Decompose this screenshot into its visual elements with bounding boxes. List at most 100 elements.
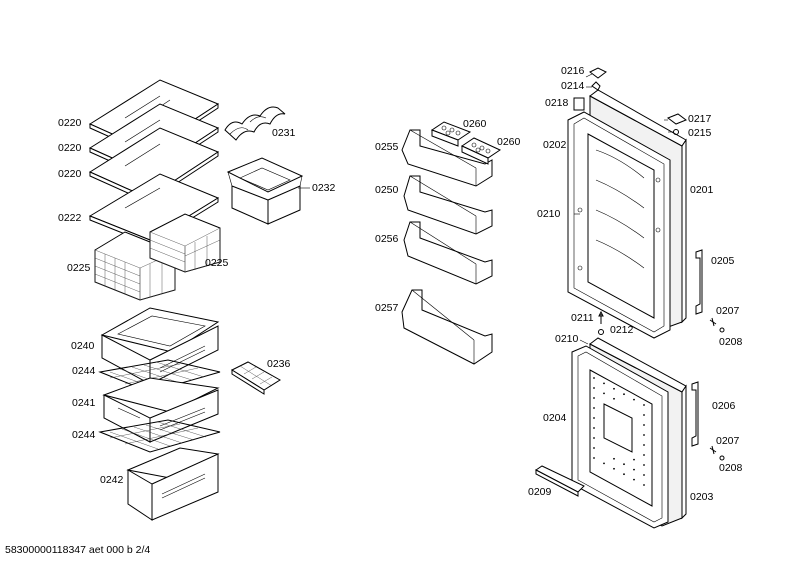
door-dot <box>593 397 595 399</box>
door-dot <box>613 457 615 460</box>
door-gasket-0210-lower <box>571 345 669 529</box>
label-0216: 0216 <box>561 65 585 77</box>
label-0220-b: 0220 <box>58 142 82 154</box>
door-dot <box>643 444 645 446</box>
egg-tray-0260-b <box>460 137 502 165</box>
label-0205: 0205 <box>711 255 735 267</box>
label-0241: 0241 <box>72 397 96 409</box>
label-0244-a: 0244 <box>72 365 96 377</box>
label-0211: 0211 <box>571 312 594 324</box>
door-dots-pattern <box>593 377 645 486</box>
door-dot <box>643 454 645 456</box>
label-0212: 0212 <box>610 324 634 336</box>
screw-0207-upper <box>709 317 717 327</box>
label-0240: 0240 <box>71 340 95 352</box>
label-0220-a: 0220 <box>58 117 82 129</box>
label-0225-b: 0225 <box>205 257 229 269</box>
wire-grid-0244-lower <box>98 419 221 453</box>
label-0260-a: 0260 <box>463 118 487 130</box>
handle-0206 <box>691 381 699 447</box>
label-0242: 0242 <box>100 474 124 486</box>
door-dot <box>643 464 645 466</box>
washer-0208-lower <box>719 455 725 461</box>
cover-0218 <box>573 97 585 111</box>
crisper-drawer-0225-right <box>149 213 221 273</box>
label-0215: 0215 <box>688 127 712 139</box>
door-dot <box>593 457 595 459</box>
door-dot <box>633 468 635 471</box>
door-dot <box>593 377 595 379</box>
door-dot <box>643 474 645 476</box>
label-0210-b: 0210 <box>555 333 579 345</box>
label-0204: 0204 <box>543 412 567 424</box>
screw-0207-lower <box>709 445 717 455</box>
document-number: 58300000118347 aet 000 b 2/4 <box>5 544 151 556</box>
door-dot <box>623 463 625 466</box>
label-0231: 0231 <box>272 127 296 139</box>
door-cap-0216 <box>589 67 607 79</box>
label-0232: 0232 <box>312 182 336 194</box>
cap-0217 <box>666 113 688 125</box>
door-dot <box>643 424 645 426</box>
egg-tray-0260-a <box>430 121 472 147</box>
hinge-0214 <box>591 81 601 91</box>
door-dot <box>593 427 595 429</box>
door-dot <box>643 434 645 436</box>
door-dot <box>603 382 605 385</box>
door-dot <box>613 387 615 390</box>
door-dot <box>643 484 645 486</box>
door-dot <box>593 447 595 449</box>
door-dot <box>593 407 595 409</box>
label-0244-b: 0244 <box>72 429 96 441</box>
label-0207-b: 0207 <box>716 435 740 447</box>
door-dot <box>593 437 595 439</box>
door-dot <box>643 404 645 406</box>
freezer-drawer-0242 <box>126 447 220 521</box>
door-dot <box>593 417 595 419</box>
door-dot <box>633 458 635 461</box>
label-0214: 0214 <box>561 80 585 92</box>
door-dot <box>623 473 625 476</box>
freezer-drawer-0240 <box>100 307 220 385</box>
label-0202: 0202 <box>543 139 567 151</box>
label-0208-b: 0208 <box>719 462 743 474</box>
label-0218: 0218 <box>545 97 569 109</box>
leader-lines <box>298 73 674 345</box>
label-0210-a: 0210 <box>537 208 561 220</box>
washer-0208-upper <box>719 327 725 333</box>
ice-tray-0236 <box>230 361 281 395</box>
label-0225-a: 0225 <box>67 262 91 274</box>
door-dot <box>633 478 635 481</box>
label-0257: 0257 <box>375 302 399 314</box>
door-dot <box>613 397 615 400</box>
label-0220-c: 0220 <box>58 168 82 180</box>
door-dot <box>603 462 605 465</box>
label-0260-b: 0260 <box>497 136 521 148</box>
label-0203: 0203 <box>690 491 714 503</box>
bottle-rack-0231 <box>224 106 286 141</box>
door-shelf-0257 <box>401 289 493 365</box>
label-0256: 0256 <box>375 233 399 245</box>
label-0206: 0206 <box>712 400 736 412</box>
pin-0211 <box>598 310 604 324</box>
cover-strip-0209 <box>535 465 585 497</box>
bushing-0212 <box>598 329 604 335</box>
label-0208-a: 0208 <box>719 336 743 348</box>
door-gasket-0210-upper <box>567 111 671 339</box>
freezer-drawer-0241 <box>102 377 220 443</box>
label-0217: 0217 <box>688 113 712 125</box>
door-dot <box>633 398 635 401</box>
label-0222: 0222 <box>58 212 82 224</box>
label-0250: 0250 <box>375 184 399 196</box>
door-dot <box>613 467 615 470</box>
door-dot <box>643 414 645 416</box>
door-shelf-0250 <box>403 175 493 235</box>
handle-0205 <box>695 249 703 315</box>
door-shelf-0256 <box>403 221 493 285</box>
door-dot <box>623 393 625 396</box>
label-0201: 0201 <box>690 184 714 196</box>
label-0236: 0236 <box>267 358 291 370</box>
door-dot <box>593 387 595 389</box>
